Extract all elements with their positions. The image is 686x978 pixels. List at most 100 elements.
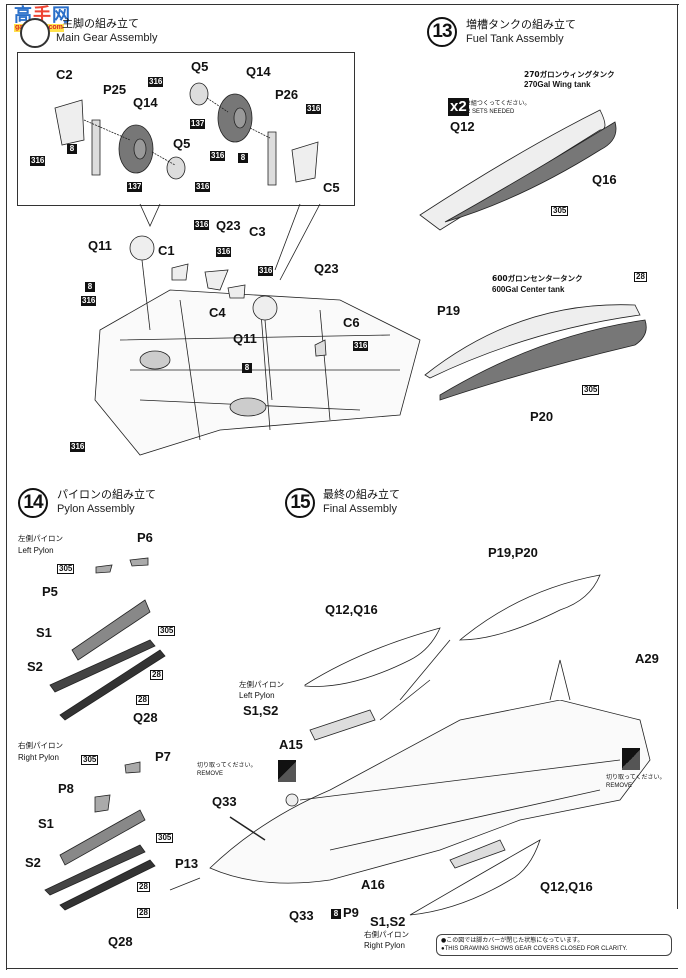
label-c5: C5 [323, 180, 340, 195]
right-pylon-caption-en: Right Pylon [364, 941, 405, 950]
label-q28: Q28 [133, 710, 158, 725]
paint-code-8: 8 [238, 153, 248, 163]
label-q5-right: Q5 [191, 59, 209, 74]
paint-code-316: 316 [30, 156, 46, 166]
label-p5: P5 [42, 584, 58, 599]
step-13-title-en: Fuel Tank Assembly [466, 33, 564, 45]
step-15-number-circle: 15 [285, 488, 315, 518]
paint-code-305: 305 [158, 626, 176, 636]
label-c3: C3 [249, 224, 266, 239]
left-pylon-caption-en: Left Pylon [239, 691, 275, 700]
label-s1-s2-left: S1,S2 [243, 703, 279, 718]
left-pylon-s2-rail-1 [49, 639, 156, 693]
label-q11-left: Q11 [88, 238, 112, 253]
remove-marker-icon-left [278, 760, 296, 782]
page-border-top-left [6, 4, 679, 481]
paint-code-28: 28 [137, 882, 150, 892]
label-s2: S2 [25, 855, 41, 870]
step-15-title-en: Final Assembly [323, 503, 397, 515]
page-border-left-lower [6, 480, 7, 970]
sets-needed-en: 2 SETS NEEDED [467, 109, 515, 115]
label-c2: C2 [56, 67, 73, 82]
left-pylon-caption-jp: 左側パイロン [18, 534, 63, 543]
final-nose-gear [285, 793, 299, 807]
paint-code-316: 316 [210, 151, 226, 161]
label-s1: S1 [36, 625, 52, 640]
left-pylon-p5 [95, 564, 113, 574]
label-q14-left: Q14 [133, 95, 158, 110]
paint-code-316: 316 [148, 77, 164, 87]
paint-code-316: 316 [258, 266, 274, 276]
paint-code-28: 28 [634, 272, 647, 282]
clarity-note-box: ●この図では脚カバーが閉じた状態になっています。 ●THIS DRAWING S… [436, 934, 672, 956]
left-pylon-caption-jp: 左側パイロン [239, 680, 284, 689]
paint-code-316: 316 [81, 296, 97, 306]
right-pylon-caption-en: Right Pylon [18, 753, 59, 762]
label-a29: A29 [635, 651, 659, 666]
paint-code-8: 8 [242, 363, 252, 373]
paint-code-8: 8 [85, 282, 95, 292]
label-a16: A16 [361, 877, 385, 892]
left-pylon-p6 [129, 557, 149, 567]
label-s2: S2 [27, 659, 43, 674]
label-p19-p20: P19,P20 [488, 545, 538, 560]
center-tank-caption-en: 600Gal Center tank [492, 285, 565, 294]
sets-needed-jp: 2組つくってください。 [467, 100, 531, 107]
final-left-pylon [309, 709, 376, 741]
final-p13-pitot [169, 877, 201, 891]
main-gear-inset-box [17, 52, 355, 206]
paint-code-316: 316 [353, 341, 369, 351]
label-p13: P13 [175, 856, 199, 871]
label-q5-left: Q5 [173, 136, 191, 151]
left-pylon-s1 [71, 599, 151, 661]
paint-code-305: 305 [582, 385, 600, 395]
step-14-number-circle: 14 [18, 488, 48, 518]
paint-code-28: 28 [136, 695, 149, 705]
label-q12-q16-bottom: Q12,Q16 [540, 879, 593, 894]
paint-code-305: 305 [156, 833, 174, 843]
paint-code-137: 137 [127, 182, 143, 192]
remove-marker-icon-right [622, 748, 640, 770]
label-p9: P9 [343, 905, 359, 920]
wing-tank-caption-en: 270Gal Wing tank [524, 80, 591, 89]
paint-code-316: 316 [194, 220, 210, 230]
clarity-note-jp: ●この図では脚カバーが閉じた状態になっています。 [441, 937, 584, 944]
paint-code-316: 316 [306, 104, 322, 114]
page-border-right [677, 4, 678, 909]
remove-note-en-right: REMOVE [606, 783, 633, 789]
right-pylon-s2-rail-1 [44, 844, 146, 896]
label-q12-q16-top: Q12,Q16 [325, 602, 378, 617]
paint-code-305: 305 [81, 755, 99, 765]
label-p6: P6 [137, 530, 153, 545]
q33-arrow [229, 816, 266, 841]
step-13-title-jp: 増槽タンクの組み立て [466, 18, 576, 31]
final-center-tank [458, 574, 601, 641]
page-border-bottom [6, 968, 678, 969]
final-wing-tank-bottom [409, 839, 541, 916]
label-p8: P8 [58, 781, 74, 796]
step-12-title-jp: 主脚の組み立て [62, 17, 139, 30]
right-pylon-caption-jp: 右側パイロン [364, 930, 409, 939]
paint-code-8: 8 [67, 144, 77, 154]
watermark-char-3: 网 [52, 5, 70, 25]
paint-code-28: 28 [137, 908, 150, 918]
final-aircraft-fuselage [209, 699, 651, 884]
paint-code-316: 316 [195, 182, 211, 192]
label-p19: P19 [437, 303, 461, 318]
paint-code-316: 316 [216, 247, 232, 257]
center-tank-caption-jp: 600ガロンセンタータンク [492, 274, 583, 283]
step-14-title-en: Pylon Assembly [57, 503, 135, 515]
right-pylon-p8 [94, 794, 111, 813]
paint-code-305: 305 [551, 206, 569, 216]
wing-tank-caption-jp: 270ガロンウィングタンク [524, 70, 615, 79]
label-c1: C1 [158, 243, 175, 258]
step-12-title-en: Main Gear Assembly [56, 32, 158, 44]
label-c6: C6 [343, 315, 360, 330]
step-14-title-jp: パイロンの組み立て [57, 488, 156, 501]
remove-note-jp-right: 切り取ってください。 [606, 774, 666, 781]
label-q28: Q28 [108, 934, 133, 949]
two-sets-badge: x2 [448, 98, 469, 116]
label-a15: A15 [279, 737, 303, 752]
label-p20: P20 [530, 409, 554, 424]
right-pylon-s1 [59, 809, 146, 866]
